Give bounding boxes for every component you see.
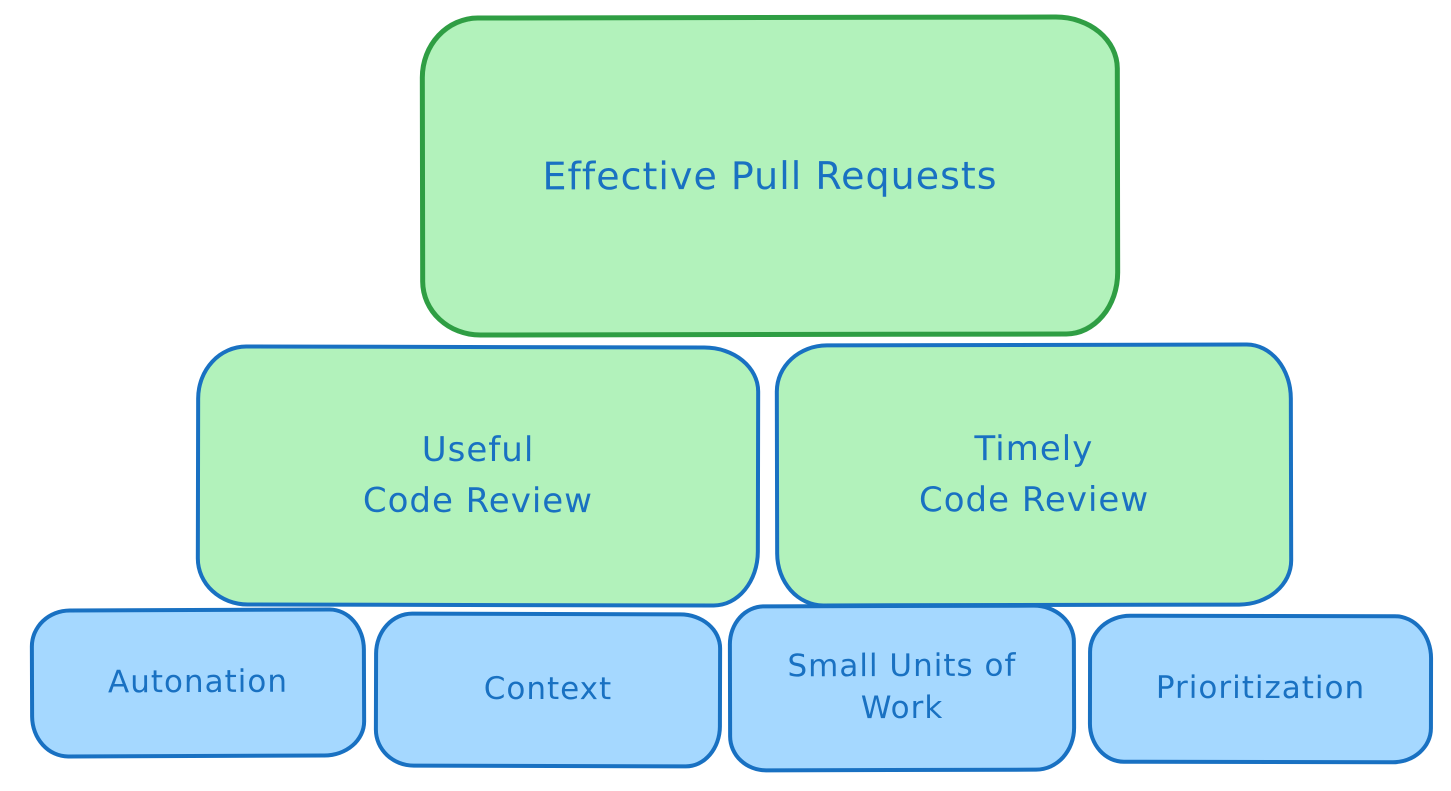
box-prioritization: Prioritization bbox=[1087, 613, 1434, 765]
box-timely-code-review: Timely Code Review bbox=[774, 342, 1294, 608]
box-small-units-of-work-label: Small Units of Work bbox=[787, 647, 1017, 727]
box-timely-code-review-label: Timely Code Review bbox=[918, 428, 1150, 521]
box-prioritization-label: Prioritization bbox=[1155, 669, 1366, 707]
box-context-label: Context bbox=[483, 670, 613, 708]
box-effective-pull-requests-label: Effective Pull Requests bbox=[542, 153, 998, 198]
box-autonation-label: Autonation bbox=[107, 663, 289, 701]
box-effective-pull-requests: Effective Pull Requests bbox=[419, 14, 1121, 338]
box-autonation: Autonation bbox=[29, 607, 367, 759]
box-small-units-of-work: Small Units of Work bbox=[727, 603, 1077, 773]
box-useful-code-review: Useful Code Review bbox=[195, 344, 761, 608]
box-useful-code-review-label: Useful Code Review bbox=[362, 429, 594, 522]
box-context: Context bbox=[373, 611, 723, 769]
